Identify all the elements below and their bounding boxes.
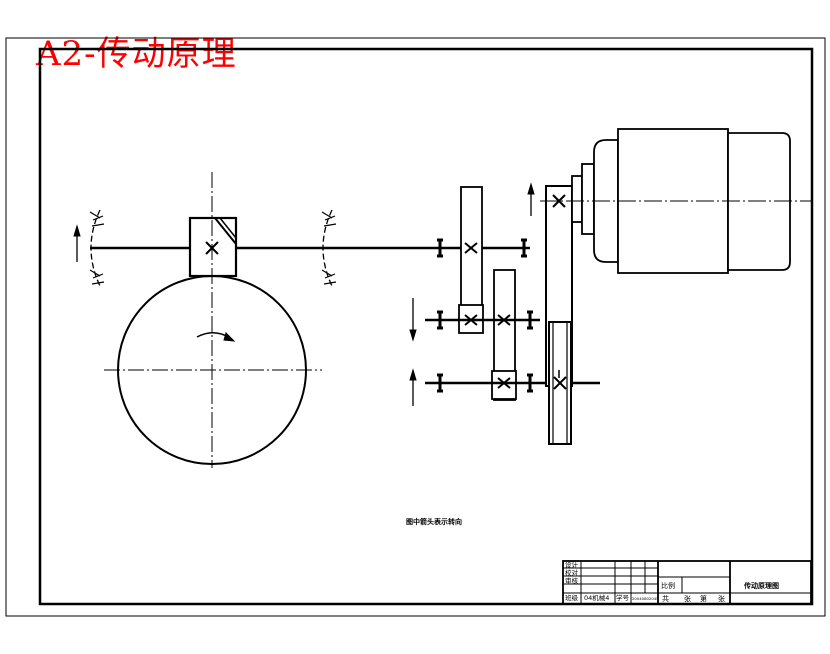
direction-arrow-left — [73, 224, 81, 262]
title-row-design: 设计 — [565, 560, 579, 569]
figure-note: 图中箭头表示转向 — [406, 517, 462, 526]
direction-arrow-down — [409, 298, 417, 342]
title-block — [562, 560, 812, 605]
title-row-class: 班级 — [565, 593, 579, 602]
gear-2 — [493, 269, 516, 401]
title-row-review: 审核 — [565, 576, 579, 585]
direction-arrow-motor — [527, 182, 535, 216]
direction-arrow-up — [409, 368, 417, 406]
outer-border — [5, 37, 826, 617]
sheet-unit-label-2: 张 — [718, 594, 725, 603]
inner-border — [38, 47, 814, 606]
scale-label: 比例 — [661, 581, 675, 590]
bearing-symbol-icon — [89, 211, 337, 285]
worm-hatch — [214, 217, 237, 245]
student-no-label: 学号 — [616, 593, 630, 602]
rotation-arc-right — [322, 209, 333, 287]
sheet-index-label: 第 — [700, 594, 707, 603]
class-value: 04机械4 — [584, 593, 609, 602]
bearing-pairs — [437, 238, 533, 393]
sheet-title: A2-传动原理 — [36, 34, 237, 74]
title-row-check: 校对 — [565, 568, 579, 577]
drawing-name: 传动原理图 — [743, 581, 779, 590]
student-no-value: 20040802045 — [632, 596, 659, 601]
sheet-unit-label: 张 — [684, 594, 691, 603]
sheet-total-label: 共 — [662, 594, 669, 603]
rotation-arc-left — [90, 209, 101, 287]
